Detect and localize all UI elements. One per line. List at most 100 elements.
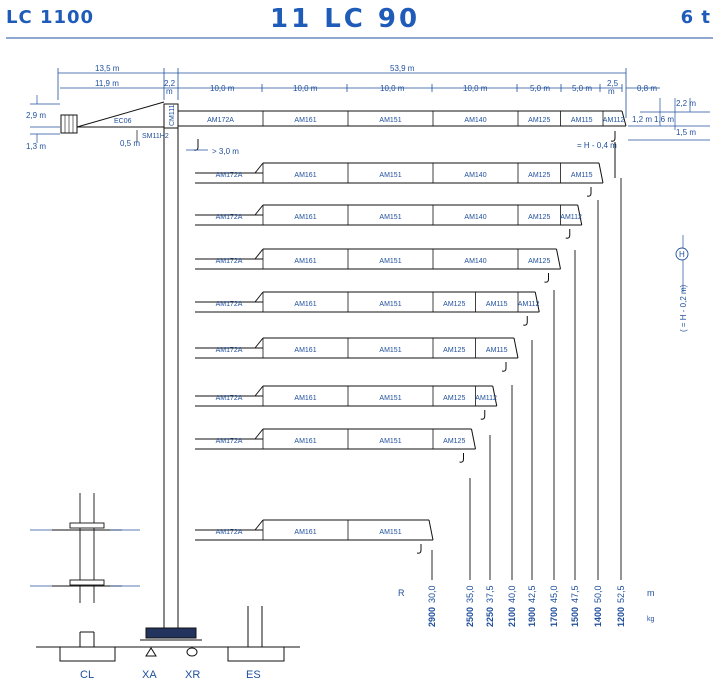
hook-icon: [523, 316, 528, 326]
hook-icon: [501, 362, 507, 372]
dim-2-2: 2,2: [164, 79, 176, 88]
counterweight-hatch: [64, 115, 74, 133]
jib-segment-label: AM172A: [216, 258, 243, 265]
dim-seg-10-b: 10,0 m: [293, 84, 318, 93]
jib-segment-label: AM125: [528, 172, 550, 179]
radius-value: 30,0: [427, 585, 437, 603]
climbing-frame-arrows: [30, 529, 140, 587]
jib-segment-label: AM140: [464, 172, 486, 179]
jib-segment-label: AM151: [379, 301, 401, 308]
base-xa-symbol: [145, 647, 157, 657]
top-jib-segment-label: AM140: [464, 117, 486, 124]
jib-segment-label: AM161: [294, 258, 316, 265]
dim-13-5: 13,5 m: [95, 64, 120, 73]
dim-1-6: 1,6 m: [654, 115, 674, 124]
left-height-dims: [30, 95, 60, 143]
dim-2-9: 2,9 m: [26, 111, 46, 120]
jib-segment-label: AM112: [475, 395, 497, 402]
dim-seg-10-d: 10,0 m: [463, 84, 488, 93]
radius-value: 52,5: [616, 585, 626, 603]
jib-segment-label: AM140: [464, 258, 486, 265]
jib-segment-label: AM161: [294, 301, 316, 308]
ec06-label: EC06: [114, 118, 132, 125]
jib-segment-label: AM125: [528, 258, 550, 265]
dim-seg-2-5-unit: m: [608, 87, 615, 96]
jib-segment-label: AM151: [379, 214, 401, 221]
cm-label: CM111: [169, 104, 176, 126]
mast-base: [145, 627, 197, 639]
load-value: 2500: [465, 607, 475, 627]
radius-value: 35,0: [465, 585, 475, 603]
radius-value: 37,5: [485, 585, 495, 603]
hook-icon: [480, 410, 486, 420]
dim-1-5: 1,5 m: [676, 128, 696, 137]
hook-icon: [586, 187, 592, 197]
load-value: 1900: [527, 607, 537, 627]
dim-seg-10-c: 10,0 m: [380, 84, 405, 93]
base-es-label: ES: [246, 669, 261, 681]
load-value: 2250: [485, 607, 495, 627]
top-crane: EC06 SM11H2 0,5 m CM111: [60, 101, 627, 148]
tower-mast: [140, 104, 202, 641]
jib-segment-label: AM125: [443, 301, 465, 308]
jib-segment-label: AM151: [379, 395, 401, 402]
base-es: [227, 646, 285, 662]
hook-height-formula-2: ( = H - 0,2 m): [679, 284, 688, 332]
top-jib-segment-label: AM151: [379, 117, 401, 124]
dim-2-2: 2,2 m: [676, 99, 696, 108]
jib-segment-label: AM151: [379, 347, 401, 354]
dim-1-2: 1,2 m: [632, 115, 652, 124]
jib-segment-label: AM151: [379, 529, 401, 536]
jib-segment-label: AM125: [443, 438, 465, 445]
base-cl-label: CL: [80, 669, 94, 681]
jib-segment-label: AM172A: [216, 347, 243, 354]
jib-segment-label: AM161: [294, 347, 316, 354]
dim-53-9: 53,9 m: [390, 64, 415, 73]
load-value: 1200: [616, 607, 626, 627]
radius-value: 50,0: [593, 585, 603, 603]
dim-0-8: 0,8 m: [637, 84, 657, 93]
top-jib-segment-label: AM125: [528, 117, 550, 124]
dim-2-2-unit: m: [166, 87, 173, 96]
jib-segment-label: AM172A: [216, 529, 243, 536]
dim-seg-10-a: 10,0 m: [210, 84, 235, 93]
base-xr-label: XR: [185, 669, 200, 681]
jib-segment-label: AM151: [379, 438, 401, 445]
top-dimension-lines: [57, 68, 660, 118]
jib-segment-label: AM151: [379, 172, 401, 179]
radius-value: 40,0: [507, 585, 517, 603]
jib-segment-label: AM115: [571, 172, 593, 179]
dim-11-9: 11,9 m: [95, 79, 119, 88]
jib-segment-label: AM112: [518, 301, 540, 308]
top-jib-segment-label: AM172A: [207, 117, 234, 124]
jib-segment-label: AM161: [294, 395, 316, 402]
load-value: 1500: [570, 607, 580, 627]
hook-icon: [416, 544, 422, 554]
dim-0-5: 0,5 m: [120, 139, 140, 148]
jib-segment-label: AM161: [294, 214, 316, 221]
top-jib-segment-label: AM161: [294, 117, 316, 124]
hook-icon: [459, 453, 464, 463]
load-table: 30,0290035,0250037,5225040,0210042,51900…: [427, 178, 626, 627]
load-value: 1400: [593, 607, 603, 627]
capacity-title: 6 t: [680, 7, 711, 28]
hook-icon: [565, 229, 571, 239]
jib-segment-label: AM140: [464, 214, 486, 221]
load-value: 2900: [427, 607, 437, 627]
radius-value: 42,5: [527, 585, 537, 603]
jib-segment-label: AM115: [486, 301, 508, 308]
radius-value: 45,0: [549, 585, 559, 603]
base-cl: [59, 646, 116, 662]
jib-segment-label: AM125: [528, 214, 550, 221]
climbing-frame-sketch: [52, 493, 122, 603]
top-jib-segment-label: AM112: [603, 117, 625, 124]
